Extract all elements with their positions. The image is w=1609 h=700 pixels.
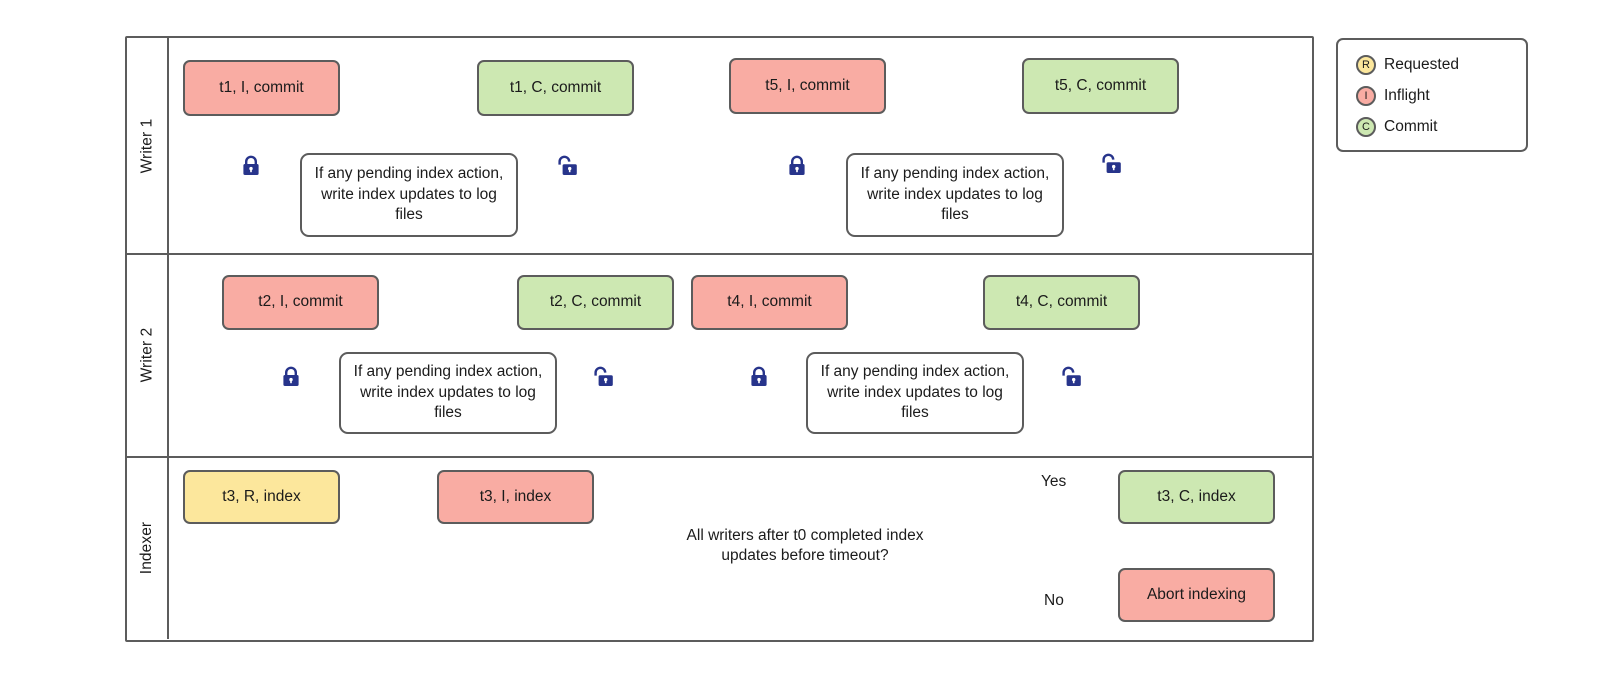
node-ix-abort[interactable]: Abort indexing (1118, 568, 1275, 622)
badge-requested-icon: R (1356, 54, 1376, 75)
lane-label-indexer: Indexer (138, 521, 155, 574)
lock-closed-icon (786, 155, 808, 177)
node-w1-t1-commit[interactable]: t1, C, commit (477, 60, 634, 116)
lock-open-icon (592, 366, 614, 388)
badge-commit-icon: C (1356, 116, 1376, 137)
node-ix-t3-inflight[interactable]: t3, I, index (437, 470, 594, 524)
lock-open-icon (1060, 366, 1082, 388)
lane-divider-1 (127, 253, 1312, 255)
lock-open-icon (1100, 153, 1122, 175)
lock-closed-icon (240, 155, 262, 177)
node-w2-process-b[interactable]: If any pending index action, write index… (806, 352, 1024, 434)
node-w1-t1-inflight[interactable]: t1, I, commit (183, 60, 340, 116)
legend-label-requested: Requested (1384, 55, 1459, 73)
node-w2-t2-inflight[interactable]: t2, I, commit (222, 275, 379, 330)
node-w2-process-a[interactable]: If any pending index action, write index… (339, 352, 557, 434)
lock-closed-icon (748, 366, 770, 388)
lane-indexer: Indexer (127, 456, 1312, 639)
lane-label-writer-2: Writer 2 (138, 327, 155, 382)
node-w2-t4-inflight[interactable]: t4, I, commit (691, 275, 848, 330)
lane-writer-2: Writer 2 (127, 253, 1312, 456)
lane-divider-2 (127, 456, 1312, 458)
lane-label-writer-1: Writer 1 (138, 118, 155, 173)
legend-label-inflight: Inflight (1384, 86, 1430, 104)
legend-label-commit: Commit (1384, 117, 1438, 135)
node-w1-t5-inflight[interactable]: t5, I, commit (729, 58, 886, 114)
legend-item-inflight: I Inflight (1338, 80, 1526, 111)
node-w2-t2-commit[interactable]: t2, C, commit (517, 275, 674, 330)
legend-panel: R Requested I Inflight C Commit (1336, 38, 1528, 152)
node-w2-t4-commit[interactable]: t4, C, commit (983, 275, 1140, 330)
node-ix-t3-commit[interactable]: t3, C, index (1118, 470, 1275, 524)
legend-item-requested: R Requested (1338, 49, 1526, 80)
lane-header-writer-2: Writer 2 (127, 253, 169, 456)
badge-commit-letter: C (1362, 120, 1370, 133)
lane-header-writer-1: Writer 1 (127, 38, 169, 253)
lane-writer-1: Writer 1 (127, 38, 1312, 253)
edge-label-yes: Yes (1041, 473, 1067, 490)
badge-requested-letter: R (1362, 58, 1370, 71)
node-ix-t3-requested[interactable]: t3, R, index (183, 470, 340, 524)
edge-label-no: No (1044, 592, 1064, 609)
node-w1-process-b[interactable]: If any pending index action, write index… (846, 153, 1064, 237)
node-w1-process-a[interactable]: If any pending index action, write index… (300, 153, 518, 237)
node-w1-t5-commit[interactable]: t5, C, commit (1022, 58, 1179, 114)
legend-item-commit: C Commit (1338, 111, 1526, 142)
badge-inflight-icon: I (1356, 85, 1376, 106)
lane-header-indexer: Indexer (127, 456, 169, 639)
lock-closed-icon (280, 366, 302, 388)
swimlane-container: Writer 1 Writer 2 Indexer (125, 36, 1314, 642)
lock-open-icon (556, 155, 578, 177)
badge-inflight-letter: I (1364, 89, 1368, 102)
